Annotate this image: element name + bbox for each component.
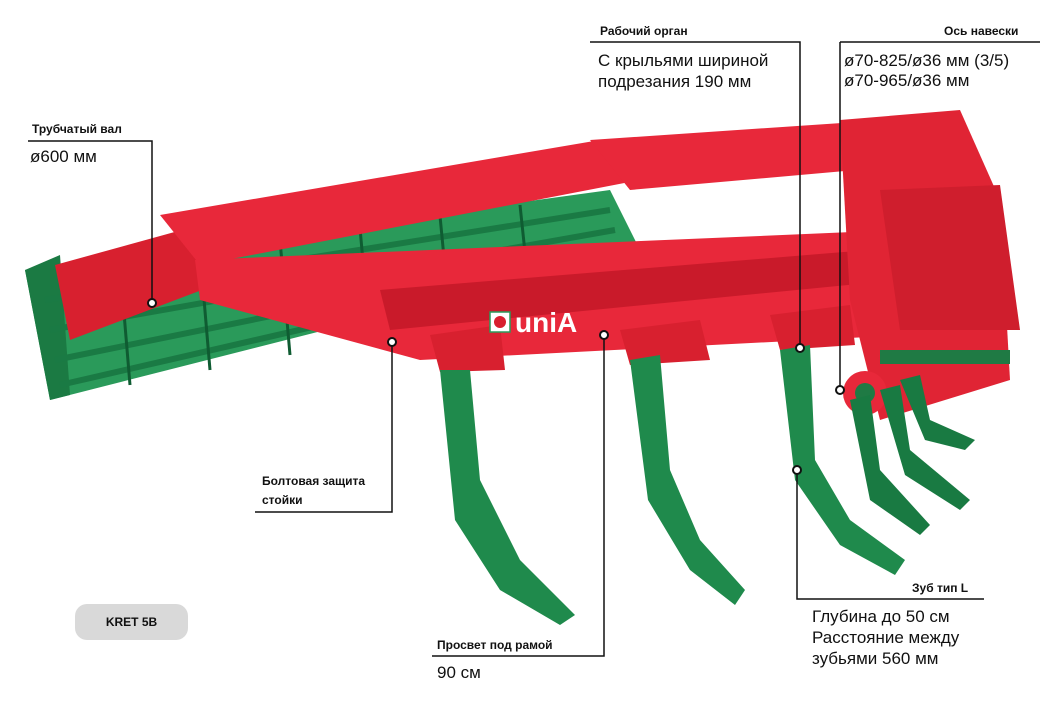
model-badge-label: KRET 5B — [105, 615, 158, 629]
working-tool-value-2: подрезания 190 мм — [598, 72, 752, 91]
brand-logo-text: uniA — [515, 307, 577, 338]
clearance-title: Просвет под рамой — [437, 638, 553, 652]
tine-value-3: зубьями 560 мм — [812, 649, 939, 668]
tine-value-1: Глубина до 50 см — [812, 607, 950, 626]
bolt-protection-title-1: Болтовая защита — [262, 474, 366, 488]
roller-title: Трубчатый вал — [32, 122, 122, 136]
tine-type-title: Зуб тип L — [912, 581, 969, 595]
leader-dots — [147, 298, 845, 475]
working-tool-title: Рабочий орган — [600, 24, 688, 38]
leader-lines — [28, 41, 1040, 657]
hitch-axle-value-1: ø70-825/ø36 мм (3/5) — [844, 51, 1010, 70]
roller-value: ø600 мм — [30, 147, 97, 166]
hitch-axle-value-2: ø70-965/ø36 мм — [844, 71, 970, 90]
clearance-value: 90 см — [437, 663, 481, 682]
model-badge: KRET 5B — [75, 604, 188, 640]
working-tool-value-1: С крыльями шириной — [598, 51, 769, 70]
tine-value-2: Расстояние между — [812, 628, 960, 647]
hitch-axle-title: Ось навески — [944, 24, 1019, 38]
tines — [440, 345, 975, 625]
brand-logo: uniA — [489, 307, 577, 338]
bolt-protection-title-2: стойки — [262, 493, 303, 507]
frame — [55, 110, 1020, 420]
